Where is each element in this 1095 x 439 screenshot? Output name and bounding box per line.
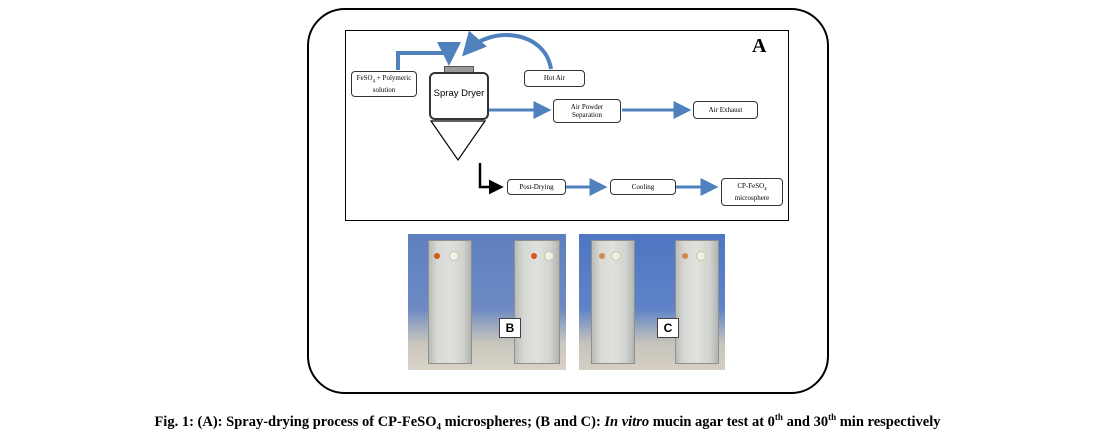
sample-spot-orange <box>599 253 605 259</box>
agar-slide-tube <box>514 240 560 364</box>
photo-b-mucin-test-0min: B <box>408 234 566 370</box>
dryer-cone <box>429 120 487 162</box>
sample-spot-white <box>696 251 706 261</box>
sample-spot-white <box>449 251 459 261</box>
hot-air-box: Hot Air <box>524 70 585 87</box>
panel-a-label: A <box>752 35 767 57</box>
agar-slide-tube <box>428 240 472 364</box>
sample-spot-white <box>611 251 621 261</box>
photo-b-label: B <box>499 318 521 338</box>
sample-spot-orange <box>682 253 688 259</box>
photo-c-mucin-test-30min: C <box>579 234 725 370</box>
spray-dryer-box: Spray Dryer <box>429 72 489 120</box>
sample-spot-orange <box>531 253 537 259</box>
sample-spot-orange <box>434 253 440 259</box>
arrow-cone-to-post-drying <box>478 163 504 195</box>
photo-c-label: C <box>657 318 679 338</box>
sample-spot-white <box>614 269 619 274</box>
spray-dryer-label: Spray Dryer <box>433 88 485 99</box>
figure-frame <box>307 8 829 394</box>
agar-slide-tube <box>591 240 635 364</box>
air-exhaust-box: Air Exhaust <box>693 101 758 119</box>
arrow-feed-to-dryer <box>396 42 461 70</box>
arrow-hot-air <box>462 30 553 70</box>
agar-slide-tube <box>675 240 719 364</box>
post-drying-box: Post-Drying <box>507 179 566 195</box>
sample-spot-white <box>544 251 554 261</box>
cooling-box: Cooling <box>610 179 676 195</box>
figure-caption: Fig. 1: (A): Spray-drying process of CP-… <box>154 412 941 432</box>
